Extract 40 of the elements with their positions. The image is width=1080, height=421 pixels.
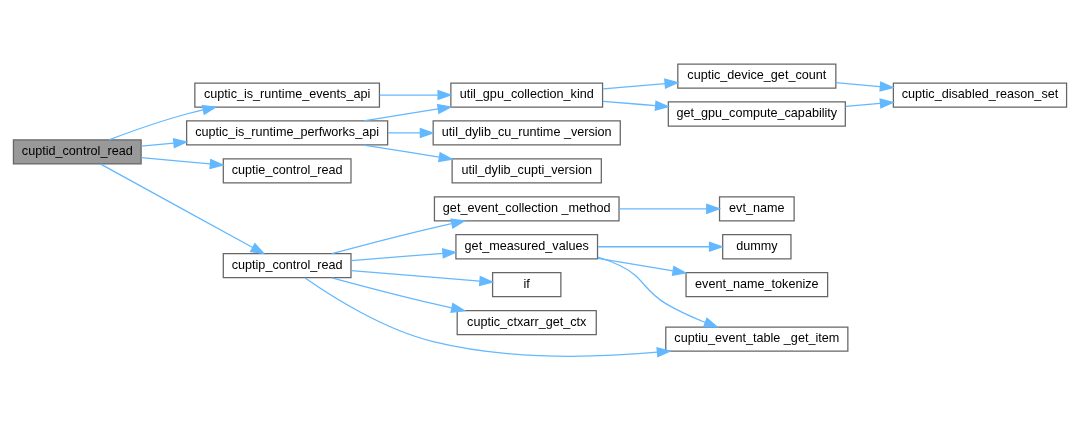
node-box: cuptid_control_read <box>12 139 142 165</box>
arrow <box>363 144 454 163</box>
node-box: dummy <box>722 234 792 260</box>
node-box: cuptip_control_read <box>222 253 352 279</box>
arrow <box>387 127 435 139</box>
node-box: get_gpu_compute_capability <box>667 101 846 127</box>
node-box: util_dylib_cu_runtime _version <box>432 120 621 146</box>
node-box: cuptiu_event_table _get_item <box>665 326 849 352</box>
node-box: util_dylib_cupti_version <box>451 158 602 184</box>
arrow <box>108 104 218 141</box>
arrow <box>350 248 458 262</box>
arrow <box>844 98 895 109</box>
node-box: get_event_collection _method <box>433 196 620 222</box>
arrow <box>140 157 225 170</box>
arrow <box>331 277 467 313</box>
arrow <box>597 256 719 328</box>
arrow <box>140 137 189 149</box>
node-box: cuptic_ctxarr_get_ctx <box>456 309 597 336</box>
node-box: cuptic_is_runtime_perfworks_api <box>186 120 389 146</box>
node-box: cuptie_control_read <box>222 158 352 184</box>
arrow <box>597 257 688 277</box>
node-box: get_measured_values <box>455 234 599 260</box>
node-box: event_name_tokenize <box>685 272 829 298</box>
arrow <box>363 103 453 122</box>
arrow <box>379 89 453 101</box>
arrow <box>618 203 722 215</box>
arrow <box>100 163 266 255</box>
node-box: util_gpu_collection_kind <box>450 82 604 108</box>
arrow <box>350 270 495 287</box>
node-box: if <box>491 272 562 298</box>
arrow <box>835 81 895 92</box>
node-box: cuptic_device_get_count <box>677 63 837 89</box>
arrow <box>602 100 671 111</box>
arrow <box>331 218 467 255</box>
node-box: evt_name <box>718 196 795 222</box>
arrow <box>597 241 725 253</box>
node-box: cuptic_is_runtime_events_api <box>194 82 381 108</box>
arrow <box>602 78 680 90</box>
node-box: cuptic_disabled_reason_set <box>892 82 1068 108</box>
arrow <box>304 277 672 358</box>
